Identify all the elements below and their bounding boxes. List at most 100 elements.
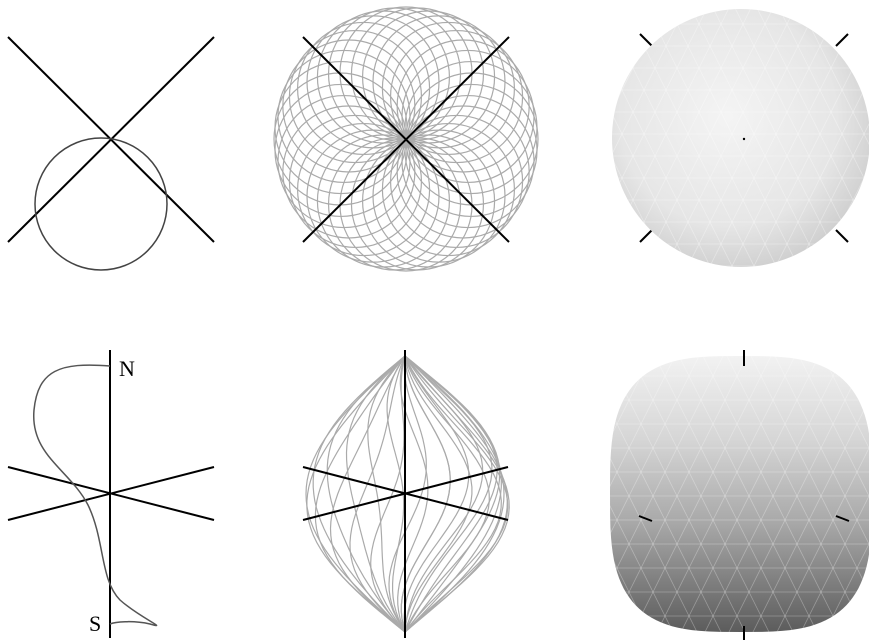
facet <box>748 591 774 617</box>
facet <box>612 265 623 267</box>
tick-nw <box>639 33 653 47</box>
facet <box>784 423 810 449</box>
facet <box>721 288 743 310</box>
facet <box>581 448 605 472</box>
facet <box>628 447 654 473</box>
facet <box>616 423 642 449</box>
facet <box>796 399 822 425</box>
facet <box>742 23 766 47</box>
facet <box>700 399 726 425</box>
facet <box>720 111 744 135</box>
facet <box>830 111 854 135</box>
facet <box>621 265 645 267</box>
tick-left <box>638 515 653 522</box>
facet <box>610 471 618 497</box>
facet <box>709 9 733 25</box>
facet <box>820 447 846 473</box>
facet <box>748 399 774 425</box>
facet <box>852 199 869 223</box>
facet <box>687 221 711 245</box>
facet <box>797 9 821 25</box>
facet <box>654 155 678 179</box>
facet <box>797 177 821 201</box>
facet <box>819 45 843 69</box>
family-curve <box>349 355 406 633</box>
facet <box>720 155 744 179</box>
facet <box>743 288 765 310</box>
facet <box>797 133 821 157</box>
family-circle <box>401 49 535 184</box>
facet <box>760 519 786 545</box>
facet <box>808 375 834 401</box>
facet <box>742 67 766 91</box>
axis-oblique-b <box>302 466 509 521</box>
facet <box>676 23 700 47</box>
family-curve <box>403 355 470 633</box>
facet <box>809 288 831 310</box>
facet <box>688 567 714 593</box>
family-curve <box>306 355 406 633</box>
facet <box>820 495 846 521</box>
family-curve <box>404 355 490 633</box>
facet <box>676 111 700 135</box>
facet <box>652 495 678 521</box>
facet <box>665 45 689 69</box>
facet <box>753 221 777 245</box>
facet <box>856 375 869 401</box>
facet <box>643 265 667 267</box>
facet <box>797 45 821 69</box>
facet <box>748 447 774 473</box>
facet <box>724 399 750 425</box>
facet <box>819 89 843 113</box>
facet <box>796 447 822 473</box>
facet <box>731 9 755 25</box>
facet <box>772 447 798 473</box>
facet <box>784 375 810 401</box>
facet <box>841 177 865 201</box>
facet <box>610 567 618 593</box>
facet <box>863 177 869 201</box>
facet <box>863 265 869 267</box>
facet <box>831 288 853 310</box>
facet <box>808 471 834 497</box>
facet <box>628 591 654 617</box>
facet <box>688 375 714 401</box>
facet <box>652 591 678 617</box>
family-curve <box>404 355 510 633</box>
facet <box>819 177 843 201</box>
facet <box>621 133 645 157</box>
facet <box>712 567 738 593</box>
facet <box>640 519 666 545</box>
facet <box>610 615 618 632</box>
facet <box>698 67 722 91</box>
facet <box>610 356 630 377</box>
facet <box>797 221 821 245</box>
facet <box>753 45 777 69</box>
facet <box>764 111 788 135</box>
facet <box>665 89 689 113</box>
facet <box>665 265 689 267</box>
facet <box>808 67 832 91</box>
facet <box>784 519 810 545</box>
facet <box>820 543 846 569</box>
facet <box>676 155 700 179</box>
facet <box>616 519 642 545</box>
facet <box>612 9 623 25</box>
facet <box>665 177 689 201</box>
facet <box>664 567 690 593</box>
facet <box>808 199 832 223</box>
facet <box>753 265 777 267</box>
facet <box>699 288 721 310</box>
facet <box>784 471 810 497</box>
family-circle <box>350 7 485 141</box>
shaded-sphere-top <box>612 9 869 267</box>
facet <box>664 423 690 449</box>
facet <box>731 45 755 69</box>
facet <box>676 543 702 569</box>
facet <box>731 265 755 267</box>
facet <box>664 375 690 401</box>
family-circle <box>396 39 530 173</box>
facet <box>724 543 750 569</box>
facet <box>830 67 854 91</box>
